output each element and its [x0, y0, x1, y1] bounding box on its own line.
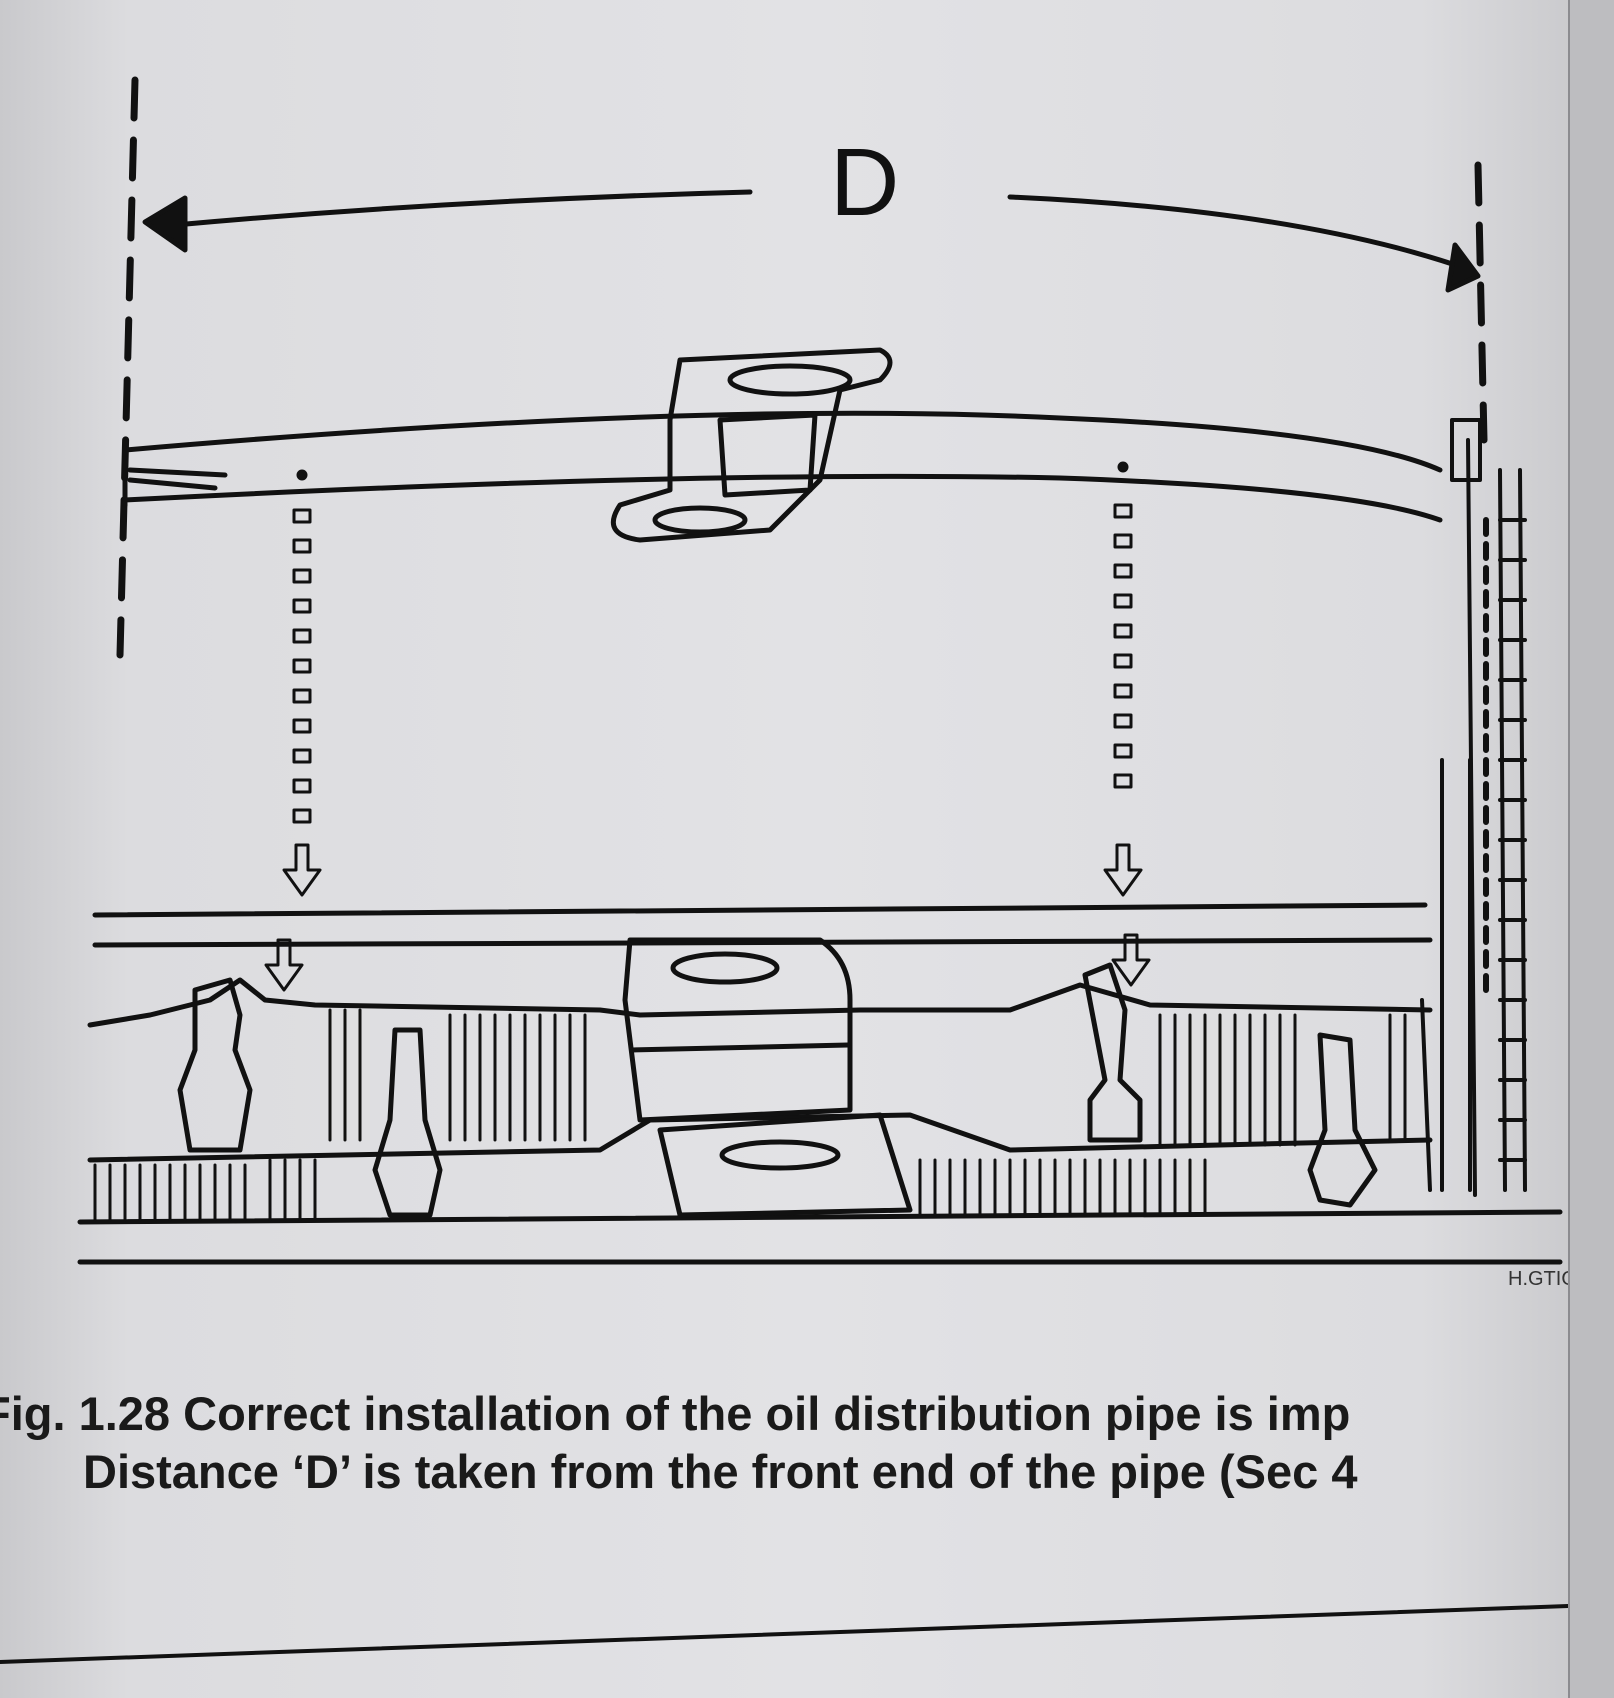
- oil-pipe-bottom-edge: [122, 473, 1443, 523]
- bracket-hole-bottom: [652, 505, 748, 535]
- bearing-cap-seam: [629, 1042, 851, 1053]
- arrowhead-right: [1445, 242, 1481, 293]
- cam-follower-far-right: [1307, 1032, 1378, 1208]
- figure-reference-code: H.GTIO: [1508, 1268, 1577, 1290]
- bearing-cap-lower: [657, 1112, 913, 1218]
- pipe-bracket: [610, 347, 893, 543]
- arrowhead-left: [142, 195, 188, 253]
- cam-follower-left: [177, 977, 253, 1153]
- caption-line-1: Fig. 1.28 Correct installation of the oi…: [0, 1387, 1351, 1440]
- cam-follower-mid-left: [372, 1027, 443, 1218]
- figure-caption: Fig. 1.28 Correct installation of the oi…: [0, 1385, 1614, 1501]
- bearing-cap-hole-lower: [719, 1139, 841, 1171]
- oil-flow-indicator-right: [1103, 461, 1151, 987]
- page-bottom-rule: [0, 1604, 1570, 1664]
- oil-pipe-top-edge: [122, 410, 1443, 473]
- book-page-edge: [1568, 0, 1614, 1698]
- head-base-line: [77, 1209, 1563, 1225]
- camshaft-ribs: [93, 1008, 1407, 1222]
- pipe-mounting-stud: [1420, 418, 1527, 1197]
- bracket-web: [717, 412, 818, 498]
- bearing-cap-upper: [622, 937, 853, 1123]
- right-datum-line: [1474, 161, 1488, 444]
- head-face-line-1: [92, 902, 1428, 918]
- caption-line-2: Distance ‘D’ is taken from the front end…: [83, 1445, 1358, 1498]
- camshaft-upper-profile: [87, 977, 1433, 1028]
- bearing-cap-hole-upper: [670, 951, 780, 985]
- oil-pipe-slot: [127, 467, 228, 491]
- dimension-arrow-right: [1007, 194, 1473, 273]
- dimension-label: D: [830, 129, 900, 236]
- camshaft-lower-profile: [87, 1112, 1433, 1163]
- cam-follower-right: [1082, 962, 1143, 1143]
- bracket-hole-top: [727, 363, 853, 397]
- left-datum-line: [116, 76, 139, 659]
- dimension-arrow-left: [172, 189, 753, 228]
